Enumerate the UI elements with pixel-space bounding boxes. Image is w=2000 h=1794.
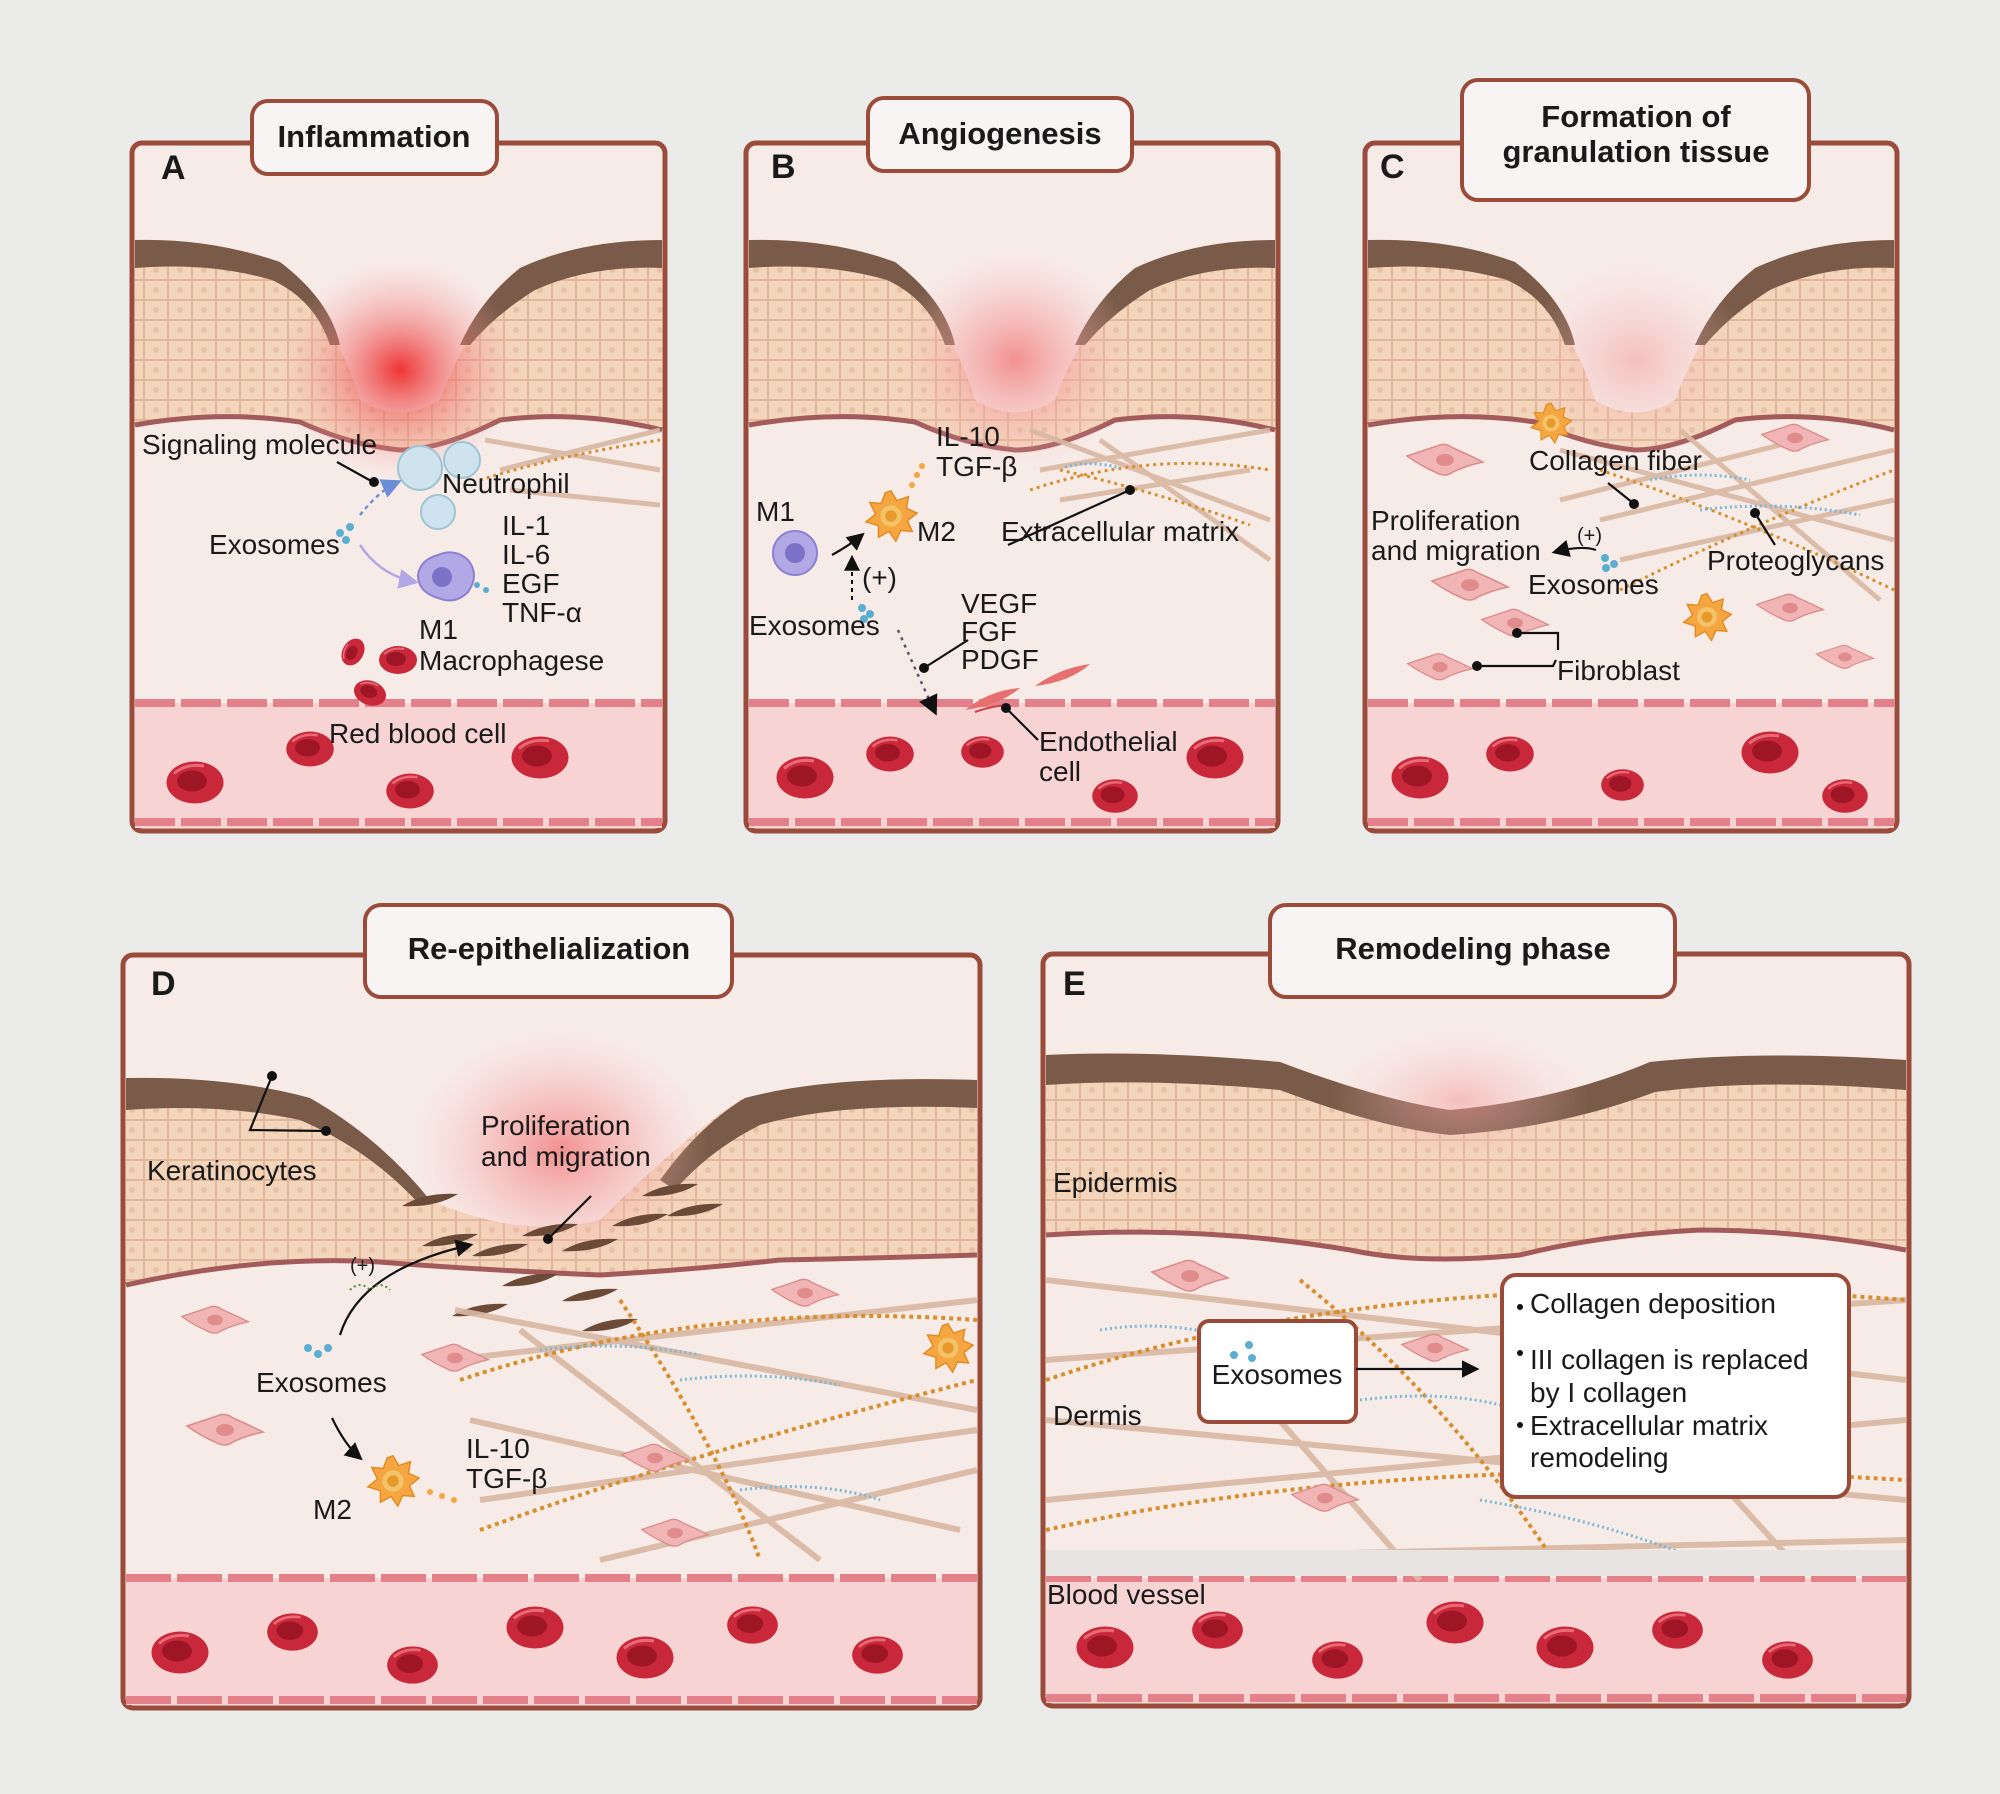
- macrophage-label: Macrophagese: [419, 645, 604, 676]
- tgf-beta-label-b: TGF-β: [936, 451, 1017, 482]
- vegf-label: VEGF: [961, 588, 1037, 619]
- neutrophil-cells: [397, 441, 481, 530]
- tgf-beta-label-d: TGF-β: [466, 1463, 547, 1494]
- and-migration-label-d: and migration: [481, 1141, 651, 1172]
- panel-c-title-line1: Formation of: [1541, 99, 1731, 134]
- panel-a-title: Inflammation: [278, 119, 471, 154]
- bullet-by-i-collagen: by I collagen: [1530, 1377, 1687, 1408]
- panel-d-letter: D: [151, 965, 176, 1003]
- dermis-label: Dermis: [1053, 1400, 1142, 1431]
- collagen-fiber-label: Collagen fiber: [1529, 445, 1702, 476]
- plus-label-c: (+): [1577, 525, 1602, 547]
- exosomes-b-label: Exosomes: [749, 610, 880, 641]
- wound-d: [410, 1030, 710, 1270]
- extracellular-matrix-label: Extracellular matrix: [1001, 516, 1239, 547]
- endothelial-label: Endothelial: [1039, 726, 1178, 757]
- il-1-label: IL-1: [502, 510, 550, 541]
- proteoglycans-label: Proteoglycans: [1707, 545, 1884, 576]
- panel-c-letter: C: [1380, 148, 1405, 186]
- blood-vessel-d: [126, 1574, 977, 1705]
- and-migration-label-c: and migration: [1371, 535, 1541, 566]
- panel-b: Angiogenesis B IL-10 TGF-β M1 M2 Extrace…: [743, 96, 1281, 834]
- wound-c: [1520, 260, 1750, 460]
- exosomes-a-dots: [336, 523, 489, 593]
- bullet-ecm: Extracellular matrix: [1530, 1410, 1768, 1441]
- fgf-label: FGF: [961, 616, 1017, 647]
- remodeling-outcomes-box: [1500, 1273, 1851, 1499]
- m1-label-a: M1: [419, 614, 458, 645]
- pdgf-label: PDGF: [961, 644, 1039, 675]
- proliferation-label-c: Proliferation: [1371, 505, 1520, 536]
- exosomes-a-label: Exosomes: [209, 529, 340, 560]
- tnf-alpha-label: TNF-α: [502, 597, 582, 628]
- proliferation-label-d: Proliferation: [481, 1110, 630, 1141]
- bullet-remodeling: remodeling: [1530, 1442, 1669, 1473]
- panel-a-letter: A: [161, 149, 186, 187]
- exosomes-e-label: Exosomes: [1212, 1359, 1343, 1390]
- m1-macrophage-b: [772, 530, 818, 576]
- plus-label-d: (+): [350, 1255, 375, 1277]
- m1-macrophage-a: [416, 551, 475, 602]
- panel-c-title-line2: granulation tissue: [1503, 134, 1770, 169]
- crust-a-left: [135, 239, 340, 345]
- panel-b-letter: B: [771, 148, 796, 186]
- panel-a: Inflammation A Signaling molecule Neutro…: [129, 99, 668, 834]
- signaling-molecule-label: Signaling molecule: [142, 429, 377, 460]
- blood-vessel-b: [749, 699, 1275, 828]
- wound-a: [280, 260, 520, 480]
- fibroblast-label: Fibroblast: [1557, 655, 1680, 686]
- keratinocytes-label: Keratinocytes: [147, 1155, 317, 1186]
- epidermis-label: Epidermis: [1053, 1167, 1177, 1198]
- wound-b: [895, 250, 1135, 470]
- wound-e: [1330, 1030, 1590, 1170]
- neutrophil-label: Neutrophil: [442, 468, 570, 499]
- m2-label-d: M2: [313, 1494, 352, 1525]
- plus-label-b: (+): [862, 562, 897, 593]
- exosomes-c-label: Exosomes: [1528, 569, 1659, 600]
- panel-c: Formation of granulation tissue C Collag…: [1362, 78, 1900, 834]
- il-6-label: IL-6: [502, 539, 550, 570]
- crust-a-right: [460, 240, 662, 345]
- red-blood-cell-label: Red blood cell: [329, 718, 506, 749]
- blood-vessel-c: [1368, 699, 1894, 828]
- m1-label-b: M1: [756, 496, 795, 527]
- panel-e-title: Remodeling phase: [1335, 931, 1611, 966]
- egf-label: EGF: [502, 568, 560, 599]
- m2-label-b: M2: [917, 516, 956, 547]
- bullet-collagen-deposition: Collagen deposition: [1530, 1288, 1776, 1319]
- blood-vessel-e: [1046, 1574, 1906, 1703]
- blood-vessel-label: Blood vessel: [1047, 1579, 1206, 1610]
- bullet-collagen-replaced: III collagen is replaced: [1530, 1344, 1809, 1375]
- exosomes-d-label: Exosomes: [256, 1367, 387, 1398]
- panel-d-title: Re-epithelialization: [408, 931, 690, 966]
- panel-e-letter: E: [1063, 965, 1086, 1003]
- exosomes-box: [1197, 1319, 1358, 1424]
- blood-vessel-a: [135, 699, 662, 828]
- il-10-label-d: IL-10: [466, 1433, 530, 1464]
- il-10-label-b: IL-10: [936, 421, 1000, 452]
- panel-d: Re-epithelialization D Keratinocytes Pro…: [120, 903, 983, 1711]
- endothelial-cell-label: cell: [1039, 756, 1081, 787]
- panel-b-title: Angiogenesis: [898, 116, 1101, 151]
- panel-e: Exosomes Collagen deposition III collage…: [1040, 903, 1912, 1709]
